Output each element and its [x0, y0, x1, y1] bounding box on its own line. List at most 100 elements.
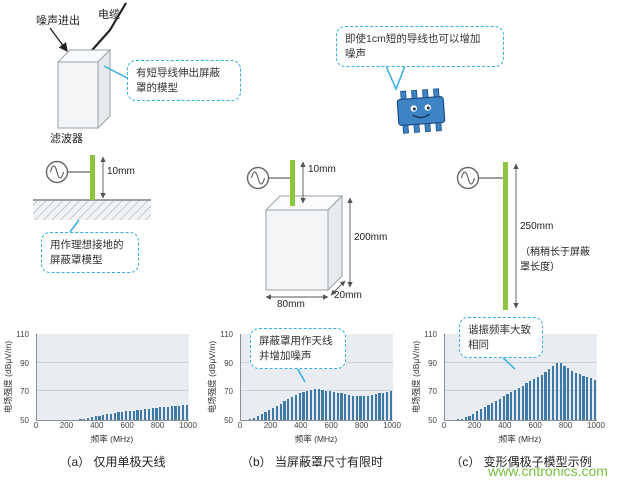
model-c-length-note: （稍稍长于屏蔽罩长度）: [520, 247, 590, 273]
bar: [321, 389, 324, 420]
bar: [498, 398, 502, 420]
x-tick-label: 1000: [179, 421, 197, 430]
x-tick-label: 0: [33, 421, 39, 430]
bar: [548, 369, 551, 420]
bar: [298, 393, 301, 420]
bar: [532, 379, 536, 420]
bar: [325, 390, 328, 420]
bar: [287, 399, 290, 420]
caption-a: （a） 仅用单极天线: [59, 455, 166, 469]
bar: [483, 407, 486, 420]
bar: [517, 387, 521, 420]
ac-source-icon: [456, 166, 480, 190]
bar: [502, 396, 505, 420]
bar: [385, 392, 389, 420]
bar: [317, 389, 320, 420]
bar: [128, 410, 132, 420]
ground-plane: [33, 200, 151, 220]
sine-glyph: [460, 171, 476, 185]
antenna-bar: [290, 160, 295, 206]
bar: [181, 405, 185, 420]
y-tick-label: 50: [20, 416, 29, 425]
bar: [147, 408, 151, 420]
bar: [525, 383, 528, 420]
x-tick-label: 0: [441, 421, 447, 430]
noise-inout-label: 噪声进出: [36, 15, 80, 27]
bar: [155, 407, 158, 420]
bar: [460, 418, 464, 420]
x-tick-label: 0: [237, 421, 243, 430]
cable-label: 电缆: [98, 9, 120, 21]
bar: [302, 392, 305, 420]
y-tick-label: 110: [220, 330, 233, 339]
bar: [347, 394, 351, 420]
x-tick-label: 600: [528, 421, 542, 430]
bar: [468, 415, 471, 420]
bar: [359, 396, 362, 420]
bar: [306, 390, 309, 420]
bar: [363, 396, 366, 420]
caption-c: （c） 变形偶极子模型示例: [450, 455, 592, 469]
bar: [271, 407, 275, 420]
shield-box-front: [265, 209, 329, 291]
gridline: [241, 390, 393, 392]
x-tick-label: 1000: [587, 421, 605, 430]
shield-box-side: [327, 194, 343, 292]
sine-glyph: [49, 165, 65, 179]
bar: [249, 419, 252, 420]
model-b-wire-dim: 10mm: [308, 164, 336, 175]
filter-label: 滤波器: [50, 133, 83, 145]
model-c-length-dim: 250mm （稍稍长于屏蔽罩长度）: [520, 210, 598, 284]
bar: [151, 408, 154, 420]
chart-a-plot: [36, 334, 189, 421]
chart-b-annotation: 屏蔽罩用作天线 并增加噪声: [250, 328, 346, 370]
ground-model-callout: 用作理想接地的 屏蔽罩模型: [41, 232, 139, 274]
y-tick-label: 70: [20, 387, 29, 397]
ac-source-icon: [45, 160, 69, 184]
bar: [555, 363, 559, 420]
bar: [370, 394, 374, 420]
y-tick-label: 90: [224, 358, 233, 368]
ac-source-icon: [246, 166, 270, 190]
bar: [136, 409, 139, 420]
bar: [252, 417, 256, 420]
bar: [574, 372, 578, 420]
antenna-bar: [90, 155, 95, 200]
bar: [544, 371, 547, 420]
y-tick-label: 50: [224, 416, 233, 425]
bar: [170, 406, 173, 420]
chip-noise-callout: 即使1cm短的导线也可以增加 噪声: [336, 26, 504, 68]
bar: [491, 402, 494, 420]
bar: [472, 413, 475, 420]
bar: [94, 416, 97, 420]
caption-b: （b） 当屏蔽罩尺寸有限时: [240, 455, 383, 469]
bar: [382, 392, 385, 420]
bar: [464, 417, 467, 420]
bar: [344, 394, 347, 420]
bar: [332, 392, 336, 420]
x-tick-label: 800: [558, 421, 573, 430]
model-c-length-value: 250mm: [520, 221, 554, 232]
bar: [559, 362, 562, 420]
bar: [86, 417, 90, 420]
x-tick-label: 600: [120, 421, 134, 430]
bar: [264, 412, 267, 420]
model-b-height-dim: 200mm: [354, 232, 388, 243]
chart-c-x-axis-label: 频率 (MHz): [498, 434, 542, 444]
bar: [328, 391, 332, 420]
bar: [510, 392, 513, 420]
y-tick-label: 90: [428, 358, 437, 368]
noise-arrow: [49, 27, 68, 53]
bar: [143, 409, 147, 420]
chip-callout-tail: [385, 65, 406, 91]
bar: [166, 406, 170, 420]
bar: [351, 395, 355, 420]
bar: [83, 418, 86, 420]
filter-box-front: [57, 61, 99, 129]
bar: [132, 410, 135, 420]
bar: [593, 379, 597, 420]
chart-c-annotation: 谐振频率大致 相同: [459, 317, 543, 359]
y-tick-label: 70: [428, 387, 437, 397]
